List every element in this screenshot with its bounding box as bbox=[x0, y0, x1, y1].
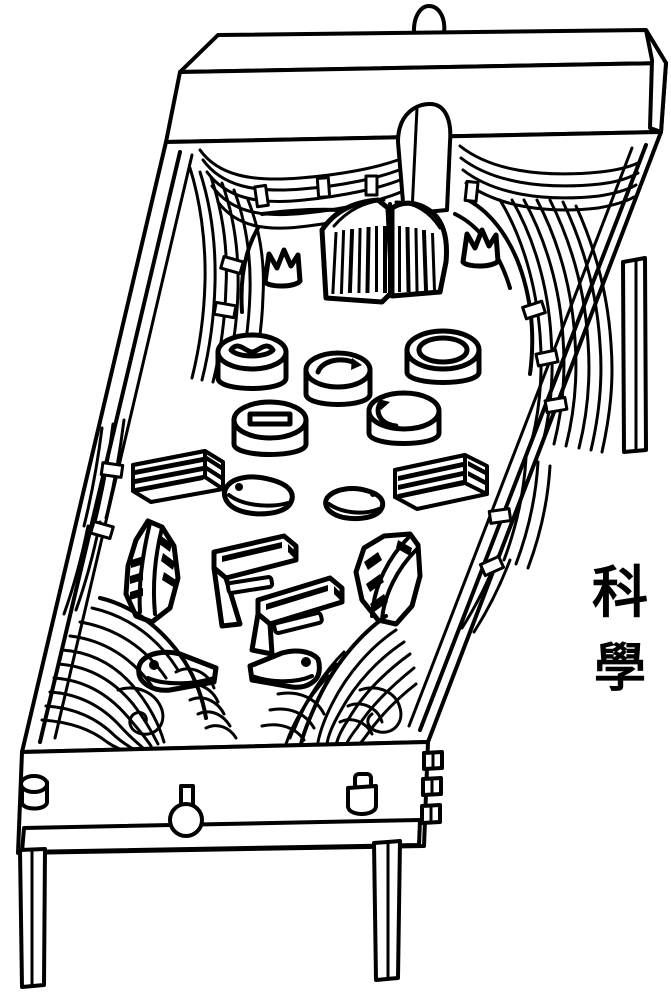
signature-char-1: 科 bbox=[592, 561, 648, 626]
lane-gate-13 bbox=[89, 519, 115, 541]
slingshot-right-rubber bbox=[364, 540, 412, 612]
cabinet-lower-molding bbox=[20, 818, 422, 854]
drop-target-bank-left-slats bbox=[135, 456, 221, 493]
shooter-arch-divider bbox=[396, 102, 453, 216]
lane-guides-upper-right bbox=[453, 144, 642, 454]
shooter-arch bbox=[396, 102, 453, 216]
start-knob-body bbox=[346, 784, 378, 816]
pop-bumper-4[interactable] bbox=[231, 399, 309, 457]
drop-target-bank-right[interactable] bbox=[393, 453, 489, 511]
side-button-2[interactable] bbox=[421, 776, 443, 797]
kicker-pad-left-stud bbox=[235, 483, 243, 491]
backbox-knob[interactable] bbox=[411, 4, 447, 36]
artist-signature-stamp: 科 學 bbox=[592, 561, 648, 699]
playfield-rail-right-inner bbox=[407, 146, 634, 728]
upper-flipper-right-slot bbox=[272, 610, 324, 636]
lane-guides-upper-left bbox=[188, 148, 426, 390]
legs bbox=[18, 256, 648, 989]
lane-gate-4 bbox=[219, 254, 245, 276]
fan-target-hatching bbox=[331, 226, 437, 295]
fan-target-bank[interactable] bbox=[319, 197, 449, 305]
lane-guides-lower-left bbox=[40, 596, 238, 752]
plunger-ball bbox=[168, 802, 204, 838]
signature-char-2: 學 bbox=[594, 639, 646, 699]
lane-gate-11 bbox=[478, 554, 506, 578]
upper-flipper-left-grip bbox=[222, 542, 294, 562]
backbox bbox=[164, 4, 668, 144]
start-knob-right[interactable] bbox=[346, 772, 378, 816]
pop-bumper-4-slot bbox=[247, 411, 293, 427]
pop-bumper-2[interactable] bbox=[303, 350, 373, 407]
plunger-knob[interactable] bbox=[168, 784, 204, 838]
shooter-arch-crease bbox=[410, 106, 419, 214]
lane-gate-9 bbox=[543, 395, 569, 415]
lane-gate-1 bbox=[253, 183, 270, 209]
pop-bumper-1-cap bbox=[228, 343, 276, 359]
kicker-pad-right[interactable] bbox=[323, 486, 386, 521]
pop-bumper-3-ring bbox=[416, 335, 470, 365]
kicker-pad-left[interactable] bbox=[221, 474, 295, 517]
kicker-pad-right-stud bbox=[370, 491, 376, 497]
lane-guides-mid-left bbox=[62, 418, 126, 616]
drop-target-bank-right-slats bbox=[398, 461, 485, 499]
lane-gate-7 bbox=[521, 299, 547, 321]
playfield bbox=[20, 102, 663, 754]
star-rollover-right[interactable] bbox=[460, 227, 501, 269]
lane-gate-5 bbox=[212, 300, 238, 320]
lane-gate-3 bbox=[364, 174, 379, 197]
lane-gate-6 bbox=[463, 179, 480, 203]
lane-guides-mid-right bbox=[460, 456, 552, 634]
upper-flipper-left-slot bbox=[225, 575, 275, 595]
lane-gate-8 bbox=[534, 348, 560, 368]
side-button-3[interactable] bbox=[420, 803, 442, 825]
lane-gate-2 bbox=[315, 176, 332, 199]
cabinet-front bbox=[16, 740, 444, 855]
playfield-rail-left-inner bbox=[53, 153, 194, 740]
fan-target-left-top-edge bbox=[332, 198, 386, 228]
slingshot-left[interactable] bbox=[123, 518, 181, 625]
pop-bumper-1[interactable] bbox=[215, 332, 289, 391]
upper-flipper-left[interactable] bbox=[211, 533, 299, 629]
pop-bumper-5-arrow bbox=[378, 399, 390, 410]
upper-flipper-left-stem bbox=[211, 565, 243, 629]
upper-flipper-right-grip bbox=[266, 585, 340, 610]
lane-gate-12 bbox=[99, 461, 125, 479]
upper-flipper-right-stem bbox=[249, 611, 275, 657]
fan-target-right-top-edge bbox=[394, 200, 442, 230]
coin-slot-left[interactable] bbox=[19, 774, 49, 811]
pop-bumper-3[interactable] bbox=[404, 328, 482, 385]
drop-target-bank-left[interactable] bbox=[131, 449, 225, 504]
backbox-right-edge bbox=[644, 28, 668, 134]
kicker-pad-left-body bbox=[221, 474, 295, 517]
lane-gate-10 bbox=[487, 507, 513, 525]
slingshot-left-rubber bbox=[130, 535, 176, 600]
star-rollover-left[interactable] bbox=[262, 247, 303, 289]
pop-bumper-5[interactable] bbox=[366, 390, 442, 446]
lower-flipper-right[interactable] bbox=[247, 648, 322, 690]
side-button-1[interactable] bbox=[422, 750, 444, 771]
lower-flipper-right-pivot bbox=[301, 657, 311, 667]
pop-bumper-2-arrow bbox=[351, 358, 362, 370]
upper-flipper-right[interactable] bbox=[249, 575, 345, 657]
